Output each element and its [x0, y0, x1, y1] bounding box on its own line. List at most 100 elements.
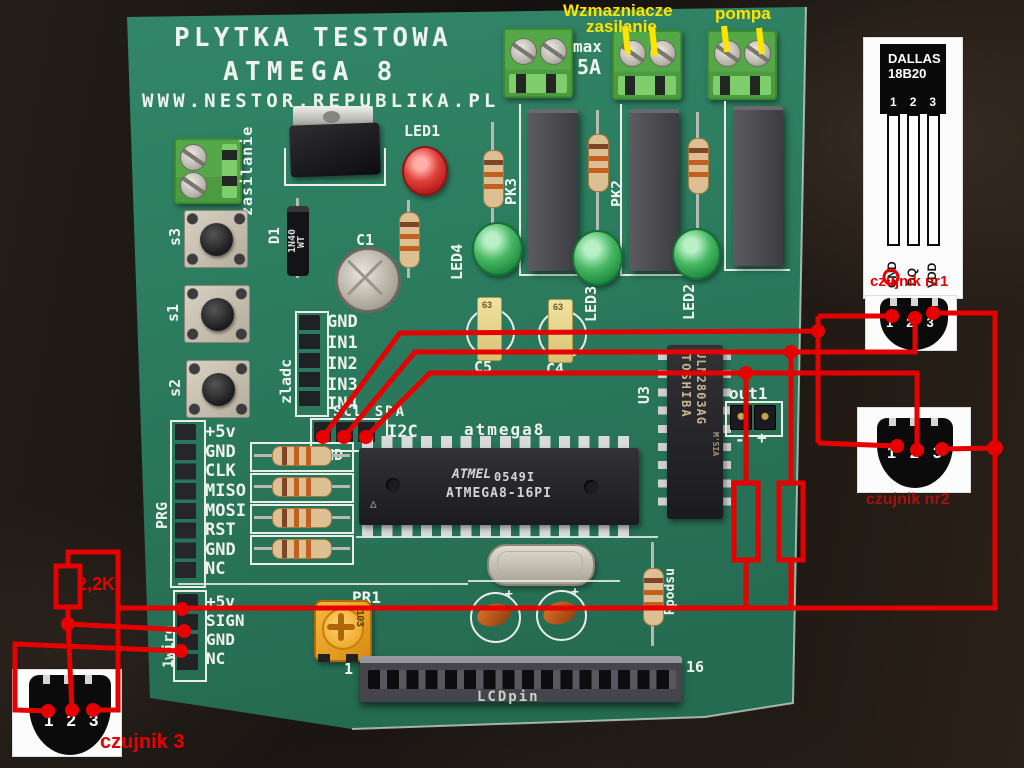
resistor — [254, 538, 350, 560]
u3-lot-text: M'SIA — [711, 432, 720, 457]
resistor-body — [272, 508, 332, 528]
diode-d1-label: D1 — [267, 227, 283, 244]
prg-pin-label: NC — [205, 559, 226, 579]
diode-marking-line2: WT — [296, 235, 307, 248]
amplifiers-annotation-line2: zasilanie — [586, 17, 657, 36]
sensor3-pin-numbers: 1 2 3 — [44, 712, 98, 729]
adc-header-pins — [299, 315, 320, 410]
button-s2-label: s2 — [166, 378, 184, 397]
crystal-inner-ring — [497, 551, 583, 575]
cap-c3-polarity: + — [571, 585, 579, 600]
dallas-model: 18B20 — [888, 66, 927, 81]
sensor3-label: czujnik 3 — [100, 731, 185, 753]
prg-pin-label: +5v — [205, 422, 236, 442]
silkscreen-line — [178, 583, 468, 585]
resistor-body — [643, 568, 664, 626]
out1-minus-label: - — [735, 430, 745, 449]
resistor — [688, 112, 709, 232]
terminal-screw — [180, 144, 207, 171]
onewire-pin-label: NC — [206, 649, 226, 668]
relay-silkscreen-bracket — [519, 104, 585, 276]
resistor — [483, 122, 504, 262]
sensor-pin-number: 3 — [88, 711, 99, 730]
max-current-label-line1: max — [573, 37, 602, 56]
terminal-block-pump — [707, 30, 777, 100]
adc-pin-label: IN2 — [327, 354, 358, 374]
pump-annotation: pompa — [715, 4, 771, 23]
relay-pk2-label: PK2 — [608, 179, 626, 207]
prg-pin-label: CLK — [205, 461, 236, 481]
dallas-pin-lead — [907, 114, 920, 246]
mcu-pin1-marker: △ — [370, 497, 377, 510]
u3-silkscreen-label: U3 — [635, 385, 653, 404]
lcd-pin16-label: 16 — [686, 658, 705, 676]
button-s3 — [184, 210, 248, 268]
terminal-opening — [222, 144, 237, 198]
out1-pin — [730, 405, 752, 430]
led1-label: LED1 — [404, 122, 441, 140]
terminal-screw — [540, 38, 567, 65]
cap-c5-label: C5 — [474, 358, 493, 376]
sensor1-pins — [890, 298, 938, 306]
sensor-pin-number: 3 — [932, 445, 942, 462]
prg-pin-label: GND — [205, 442, 236, 462]
resistor — [399, 200, 420, 278]
sensor2-label: czujnik nr2 — [866, 491, 950, 508]
cap-c1-label: C1 — [356, 231, 375, 249]
out1-pin — [754, 405, 776, 430]
dallas-brand: DALLAS — [888, 51, 941, 66]
board-title-line2: ATMEGA 8 — [223, 57, 399, 87]
prg-header-pins — [175, 424, 196, 582]
silkscreen-line — [356, 536, 658, 538]
terminal-screw — [180, 172, 207, 199]
terminal-screw — [744, 40, 771, 67]
diode-d1-body — [287, 206, 309, 276]
u3-part-text: ULN2803AG — [694, 351, 708, 426]
button-s1-label: s1 — [164, 303, 182, 322]
onewire-pin-label: +5v — [206, 592, 235, 611]
led3-label: LED3 — [582, 285, 600, 322]
resistor-body — [272, 446, 332, 466]
button-s1 — [184, 285, 250, 343]
mcu-dimple — [386, 478, 400, 492]
cap-c1 — [335, 247, 401, 313]
zasilanie-label: zasilanie — [238, 125, 256, 216]
mcu-brand-logo: ATMEL — [452, 467, 492, 482]
lcd-pin1-label: 1 — [344, 660, 354, 678]
terminal-screw — [714, 40, 741, 67]
resistor-body — [272, 539, 332, 559]
out1-label: out1 — [729, 384, 768, 403]
sensor2-pins — [889, 418, 943, 426]
adc-pin-label: IN3 — [327, 375, 358, 395]
resistor — [254, 507, 350, 529]
dallas-package-head — [880, 44, 946, 114]
trimmer-tab — [346, 654, 358, 662]
backlight-resistor — [643, 542, 664, 646]
prg-header-name: PRG — [153, 501, 171, 529]
onewire-header-name: 1wire — [161, 625, 177, 668]
trimmer-cross-slot — [338, 613, 344, 641]
resistor-body — [483, 150, 504, 208]
onewire-header-pins — [177, 594, 198, 674]
resistor-body — [272, 477, 332, 497]
led1-red — [402, 146, 448, 196]
dallas-pin-lead — [927, 114, 940, 246]
button-s3-label: s3 — [166, 227, 184, 246]
relay-2 — [629, 109, 679, 271]
prg-pin-label: GND — [205, 540, 236, 560]
mcu-part-number: ATMEGA8-16PI — [446, 486, 552, 501]
resistor — [588, 110, 609, 238]
led3-green — [572, 230, 623, 286]
terminal-opening — [509, 74, 567, 93]
terminal-screw — [619, 40, 646, 67]
mcu-dimple — [584, 480, 598, 494]
sensor-pin-number: 1 — [44, 711, 54, 730]
button-knob — [200, 223, 233, 256]
amplifiers-annotation-line1: Wzmazniacze — [563, 1, 673, 20]
relay-pk3-label: PK3 — [502, 177, 520, 205]
resistor-body — [588, 134, 609, 192]
u3-brand-text: TOSHIBA — [679, 354, 693, 419]
board-title-line3: WWW.NESTOR.REPUBLIKA.PL — [142, 90, 500, 112]
board-title-line1: PLYTKA TESTOWA — [174, 23, 452, 53]
